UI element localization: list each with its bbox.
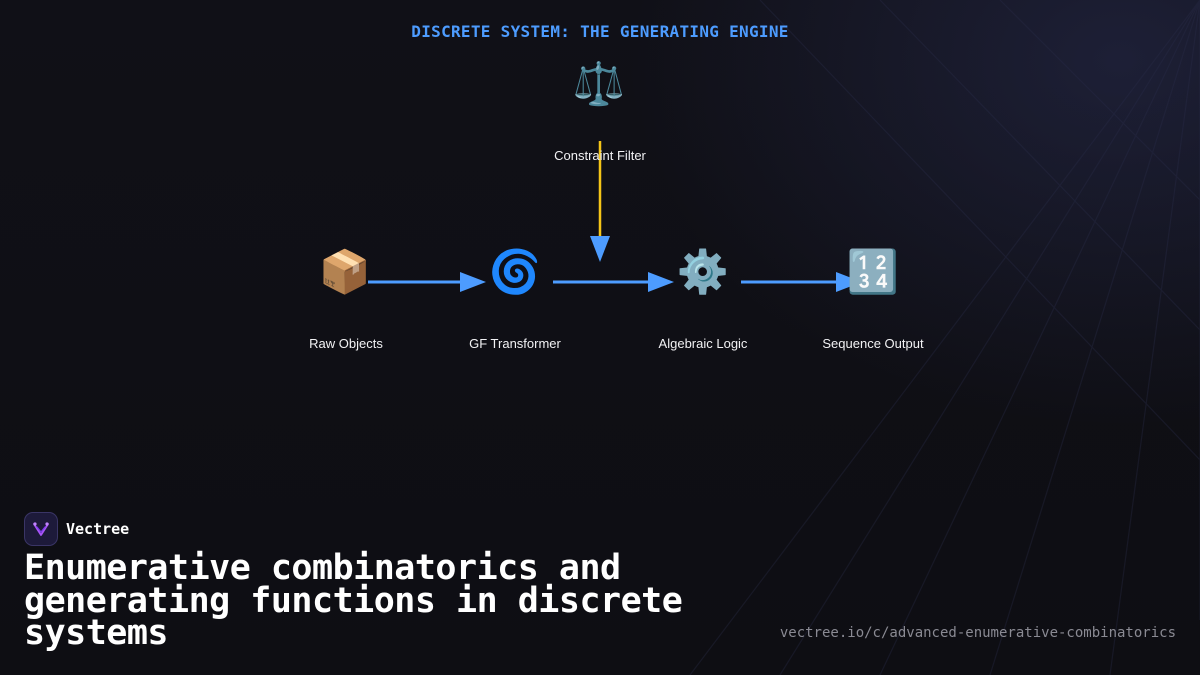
brand-name: Vectree: [66, 520, 130, 538]
balance-scale-icon: ⚖️: [572, 59, 626, 108]
page-title: Enumerative combinatorics and generating…: [24, 548, 683, 653]
arrow-gf-transformer-to-algebraic-logic: [553, 272, 674, 292]
numbers-icon: 🔢: [846, 247, 900, 296]
node-label-gf-transformer: GF Transformer: [469, 336, 561, 351]
node-label-algebraic-logic: Algebraic Logic: [658, 336, 748, 351]
package-icon: 📦: [318, 247, 372, 296]
course-url[interactable]: vectree.io/c/advanced-enumerative-combin…: [779, 625, 1176, 641]
vectree-logo-icon: [24, 512, 58, 546]
node-label-raw-objects: Raw Objects: [309, 336, 383, 351]
node-label-sequence-output: Sequence Output: [822, 336, 924, 351]
diagram-title: DISCRETE SYSTEM: THE GENERATING ENGINE: [411, 22, 789, 41]
arrow-raw-objects-to-gf-transformer: [368, 272, 486, 292]
arrow-algebraic-logic-to-sequence-output: [741, 272, 862, 292]
gear-icon: ⚙️: [676, 247, 730, 296]
node-label-constraint-filter: Constraint Filter: [554, 148, 646, 163]
brand: Vectree: [24, 512, 129, 546]
cyclone-icon: 🌀: [488, 247, 542, 296]
arrow-constraint-filter-to-algebraic-logic: [590, 141, 610, 262]
